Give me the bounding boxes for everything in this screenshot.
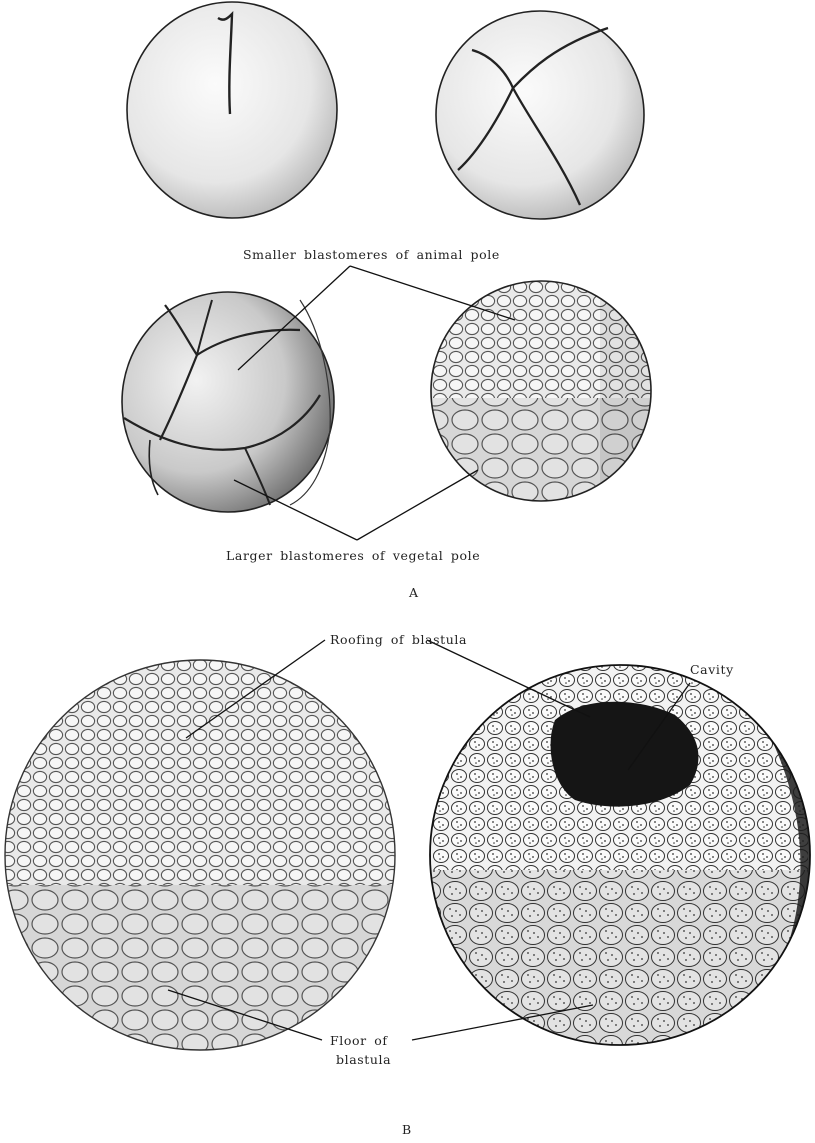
panel-label-a: A (409, 585, 419, 600)
label-cavity: Cavity (690, 662, 734, 677)
label-animal-pole: Smaller blastomeres of animal pole (243, 247, 500, 262)
blastula-section (428, 665, 810, 1050)
blastocoel-cavity (551, 702, 699, 807)
egg-four-cell (436, 11, 644, 219)
label-floor-line1: Floor of (330, 1033, 388, 1048)
label-vegetal-pole: Larger blastomeres of vegetal pole (226, 548, 480, 563)
egg-two-cell (127, 2, 337, 218)
egg-morula (420, 280, 660, 510)
panel-label-b: B (402, 1122, 412, 1137)
label-floor-line2: blastula (336, 1052, 391, 1067)
label-roofing: Roofing of blastula (330, 632, 467, 647)
egg-eight-cell (122, 292, 334, 512)
